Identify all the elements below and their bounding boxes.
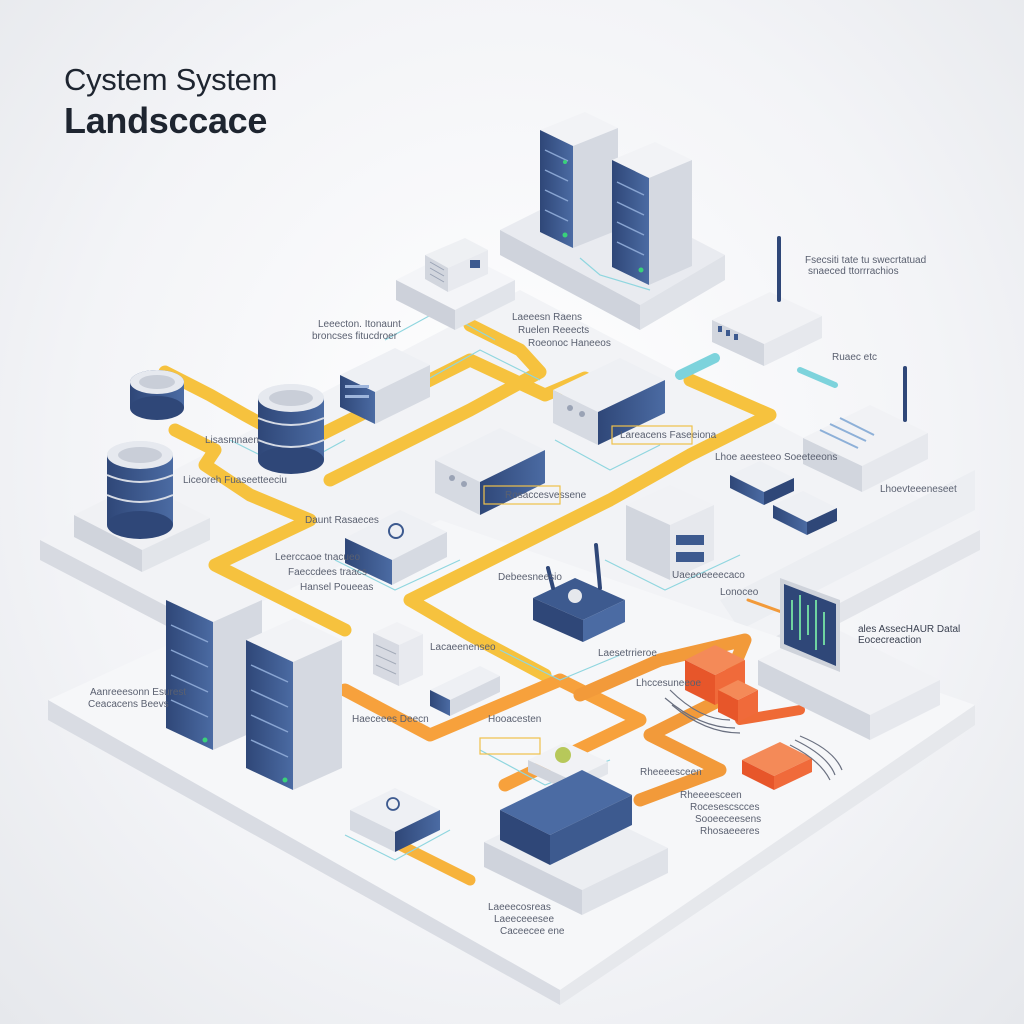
thin-connector: [499, 649, 621, 681]
label: Rosaccesvessene: [505, 490, 587, 501]
label: Leerccaoe tnacueo: [275, 552, 361, 563]
annotations: Fsecsiti tate tu swecrtatuad snaeced tto…: [88, 255, 960, 937]
thin-connector: [604, 554, 741, 591]
label: broncses fitucdroer: [312, 331, 398, 342]
title-line1: Cystem System: [64, 62, 278, 97]
server-tower-icon: [612, 142, 692, 285]
title-line2: Landsccace: [64, 100, 268, 141]
yellow-path-d: [403, 373, 777, 682]
firewall-icon: [664, 645, 758, 734]
label: Rocesescscces: [690, 802, 759, 813]
label: Lonoceo: [720, 587, 759, 598]
label: Aanreeesonn Esurest: [90, 687, 186, 698]
label: ales AssecHAUR Datal: [858, 624, 960, 635]
orange-path-d: [735, 705, 805, 725]
thin-connector: [579, 257, 651, 291]
label: Sooeeceesens: [695, 814, 761, 825]
thin-connector: [344, 829, 451, 861]
storage-icon: [626, 485, 714, 580]
thin-connector: [429, 349, 541, 381]
yellow-path-b: [168, 423, 352, 637]
label: Caceecee ene: [500, 926, 565, 937]
switch-icon: [340, 348, 430, 424]
lower-floor-edge-right: [560, 705, 975, 1005]
wifi-router-icon: [533, 543, 625, 642]
lower-floor-edge-left: [48, 700, 560, 1005]
appliance-icon: [396, 238, 515, 330]
label: Laeeceeesee: [494, 914, 554, 925]
label: Eocecreaction: [858, 635, 921, 646]
label: Lacaeenenseo: [430, 642, 496, 653]
monitor-icon: [758, 578, 940, 740]
gateway-icon: [345, 510, 447, 585]
label: Lhoevteeeneseet: [880, 484, 957, 495]
switch-icon: [430, 666, 500, 716]
server-rack-icon: [435, 428, 545, 515]
label: Fsecsiti tate tu swecrtatuad: [805, 255, 926, 266]
label-frame: [483, 485, 561, 505]
database-icon: [74, 441, 210, 572]
label: Leeecton. Itonaunt: [318, 319, 401, 330]
orange-path-c: [394, 839, 476, 886]
label: Haeceees Deecn: [352, 714, 429, 725]
label: Roeonoc Haneeos: [528, 338, 611, 349]
database-icon: [257, 384, 325, 474]
thin-connector: [334, 559, 461, 591]
module-icon: [730, 461, 794, 505]
thin-connectors: [229, 257, 741, 861]
yellow-path-a: [158, 353, 592, 452]
cyan-link-b: [797, 367, 838, 388]
label-frame: [611, 425, 693, 445]
label: Ruaec etc: [832, 352, 877, 363]
label: Debeesneesio: [498, 572, 562, 583]
label: Laeeesn Raens: [512, 312, 582, 323]
label: Hooacesten: [488, 714, 541, 725]
firewall-icon: [742, 735, 843, 790]
module-icon: [773, 491, 837, 535]
label: Faeccdees traacs: [288, 567, 367, 578]
label: Lareacens Faseeiona: [620, 430, 717, 441]
top-server-towers: [540, 112, 692, 285]
access-point-icon: [803, 366, 928, 492]
database-icon: [130, 370, 184, 420]
label: Ruelen Reeects: [518, 325, 589, 336]
label: snaeced ttorrrachios: [808, 266, 899, 277]
label: Liceoreh Fuaseetteeciu: [183, 475, 287, 486]
server-tower-icon: [246, 618, 342, 790]
server-rack-icon: [553, 358, 665, 445]
label: Lisasmnaen: [205, 435, 259, 446]
top-server-pad-edge-r: [640, 255, 725, 330]
label-frame: [479, 737, 541, 755]
label: Uaeeoeeeecaco: [672, 570, 745, 581]
thin-connector: [554, 439, 661, 471]
top-server-pad-edge: [500, 230, 640, 330]
label-frames: [479, 425, 693, 755]
label: Lhoe aeesteeo Soeeteeons: [715, 452, 837, 463]
core-switch-icon: [484, 770, 668, 915]
yellow-path-c: [323, 318, 547, 487]
label: Ceacacens Beevs: [88, 699, 169, 710]
title-block: Cystem System Landsccace: [64, 62, 277, 142]
label: Daunt Rasaeces: [305, 515, 379, 526]
label: Rhosaeeeres: [700, 826, 759, 837]
stack-icon: [373, 622, 423, 686]
cyan-link-a: [675, 353, 720, 380]
label: Rheeeesceen: [680, 790, 742, 801]
gateway-icon: [350, 788, 440, 852]
label: Laeeecosreas: [488, 902, 551, 913]
router-icon: [712, 236, 822, 366]
label: Rheeeesceen: [640, 767, 702, 778]
server-tower-icon: [540, 112, 618, 248]
label: Hansel Poueeas: [300, 582, 373, 593]
label: Laesetrrieroe: [598, 648, 657, 659]
label: Lhccesuneeoe: [636, 678, 701, 689]
